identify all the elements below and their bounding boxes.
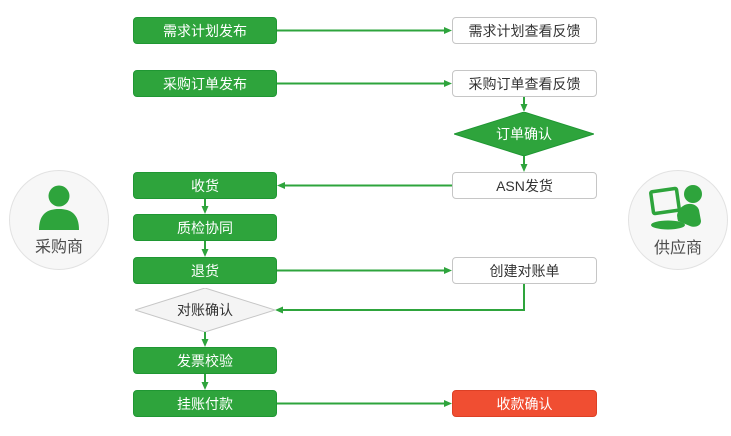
buyer-actor: 采购商 (9, 170, 109, 270)
order-confirm-diamond-shape (454, 112, 594, 156)
node-po-publish: 采购订单发布 (133, 70, 277, 97)
node-asn-ship: ASN发货 (452, 172, 597, 199)
node-invoice-verify: 发票校验 (133, 347, 277, 374)
node-receipt-confirm: 收款确认 (452, 390, 597, 417)
node-create-statement: 创建对账单 (452, 257, 597, 284)
buyer-label: 采购商 (34, 238, 83, 256)
supplier-person-laptop-icon (649, 184, 702, 229)
supplier-actor: 供应商 (628, 170, 728, 270)
node-receive: 收货 (133, 172, 277, 199)
statement-confirm-label: 对账确认 (177, 302, 233, 318)
node-order-confirm: 订单确认 (454, 112, 594, 156)
node-quality-check: 质检协同 (133, 214, 277, 241)
statement-confirm-diamond-shape (135, 288, 275, 332)
node-po-feedback: 采购订单查看反馈 (452, 70, 597, 97)
node-demand-plan-feedback: 需求计划查看反馈 (452, 17, 597, 44)
node-return-goods: 退货 (133, 257, 277, 284)
node-payment: 挂账付款 (133, 390, 277, 417)
order-confirm-label: 订单确认 (496, 126, 552, 142)
buyer-person-icon (39, 185, 79, 230)
node-statement-confirm: 对账确认 (135, 288, 275, 332)
arrow-create-statement-to-statement-confirm (275, 284, 525, 314)
node-demand-plan-publish: 需求计划发布 (133, 17, 277, 44)
supplier-label: 供应商 (653, 239, 702, 257)
